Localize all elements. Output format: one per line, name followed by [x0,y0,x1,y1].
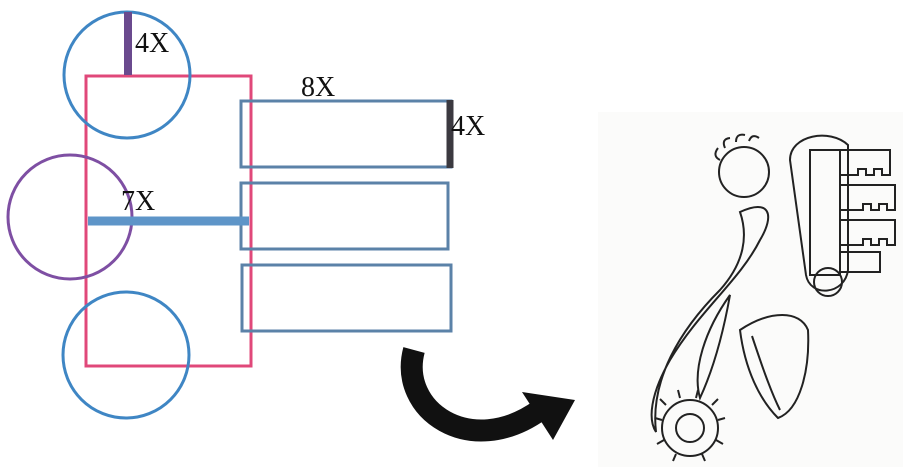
frame-rectangle [84,74,253,368]
rectangle-top [239,99,453,169]
cut-pattern-sketch [650,133,896,462]
schematic: 4X 8X 4X 7X [6,10,485,420]
sketch-background [598,112,903,467]
circle-top-label: 4X [135,28,169,59]
rod-length-label: 7X [121,186,155,217]
sketch-panel [598,112,903,467]
curved-arrow-icon [400,347,575,442]
bottom-circle [61,290,191,420]
rectangle-middle [239,181,450,251]
rect-height-label: 4X [451,111,485,142]
small-gear-icon [718,146,770,198]
rectangle-bottom [240,263,453,333]
bottom-gear-icon [661,399,719,457]
rect-width-label: 8X [301,72,335,103]
